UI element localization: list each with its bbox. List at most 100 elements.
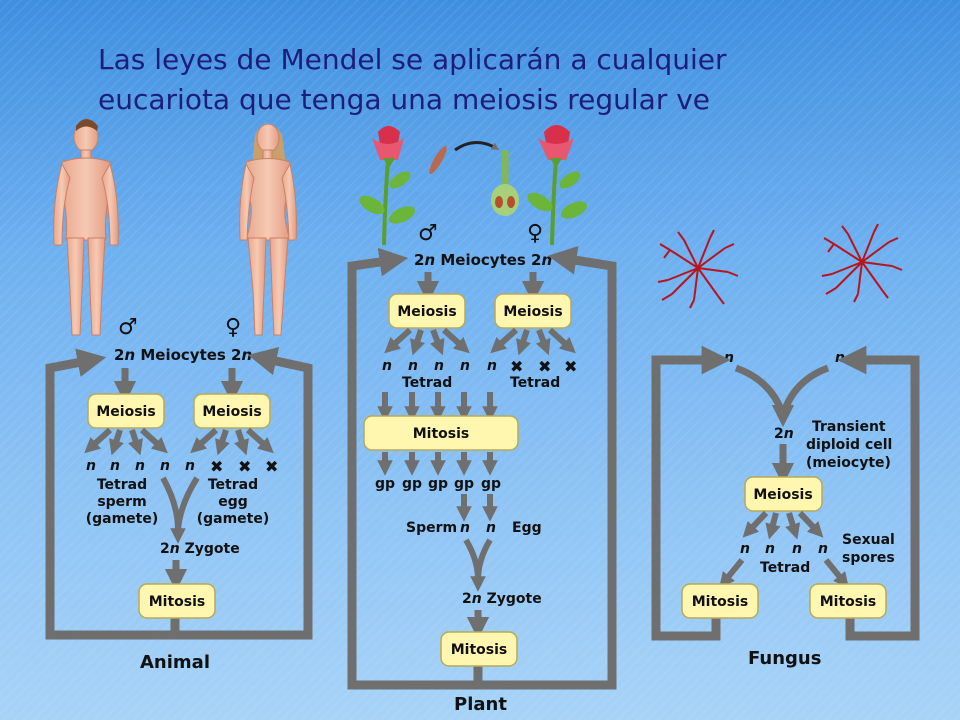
plant-tetrad-label-left: Tetrad (402, 375, 452, 391)
plant-caption: Plant (454, 694, 507, 715)
plant-sperm-n: n (460, 520, 470, 536)
svg-text:n: n (818, 541, 828, 557)
svg-text:Transient: Transient (812, 419, 886, 435)
animal-n-labels: n n n n n (86, 458, 195, 474)
svg-text:✖: ✖ (510, 357, 523, 376)
plant-mitosis-box (440, 631, 518, 667)
plant-meiosis-output-arrows (384, 327, 576, 356)
svg-text:Sexual: Sexual (842, 532, 895, 548)
plant-cycle: ♂ ♀ 2n Meiocytes 2n Meiosis Meiosis n n … (347, 221, 617, 715)
svg-text:gp: gp (428, 476, 448, 492)
male-human-figure (53, 119, 119, 336)
svg-text:gp: gp (402, 476, 422, 492)
animal-caption: Animal (140, 652, 210, 673)
animal-mitosis-box (138, 583, 216, 619)
fungus-n-left: n (724, 350, 734, 366)
fungus-cycle: n n 2n Transient diploid cell (meiocyte)… (651, 345, 920, 669)
plant-gametophyte-labels: gp gp gp gp gp (375, 476, 501, 492)
plant-mitosis-label-wide: Mitosis (413, 426, 470, 442)
svg-text:n: n (792, 541, 802, 557)
fungus-caption: Fungus (748, 648, 821, 669)
fungus-mycelium-right (821, 223, 903, 303)
animal-blocked-cells: ✖ ✖ ✖ (210, 457, 278, 476)
svg-text:sperm: sperm (97, 494, 146, 510)
svg-text:(gamete): (gamete) (197, 511, 270, 527)
animal-meiocytes-label: 2n Meiocytes 2n (114, 346, 252, 364)
slide-title: Las leyes de Mendel se aplicarán a cualq… (98, 40, 858, 120)
plant-egg-n: n (486, 520, 496, 536)
fungus-2n-label: 2n (774, 426, 794, 442)
plant-female-symbol: ♀ (527, 221, 543, 246)
animal-tetrad-sperm-label: Tetrad sperm (gamete) (86, 477, 159, 527)
fungus-meiosis-output-arrows (742, 510, 824, 540)
svg-text:gp: gp (454, 476, 474, 492)
fungus-meiosis-label: Meiosis (753, 487, 812, 503)
svg-text:✖: ✖ (538, 357, 551, 376)
fungus-mitosis-box-left (681, 583, 759, 619)
animal-female-symbol: ♀ (225, 315, 241, 340)
animal-tetrad-egg-label: Tetrad egg (gamete) (197, 477, 270, 527)
svg-text:n: n (765, 541, 775, 557)
svg-text:n: n (740, 541, 750, 557)
svg-text:Tetrad: Tetrad (97, 477, 147, 493)
svg-text:Tetrad: Tetrad (208, 477, 258, 493)
fungus-loop-arrow-right (837, 345, 920, 641)
pistil-ovary-illustration (491, 150, 519, 216)
female-human-figure (239, 123, 297, 336)
svg-text:n: n (185, 458, 195, 474)
fungus-n-right: n (835, 350, 845, 366)
fungus-mitosis-box-right (809, 583, 887, 619)
animal-male-symbol: ♂ (118, 315, 138, 340)
svg-text:✖: ✖ (210, 457, 223, 476)
svg-text:(gamete): (gamete) (86, 511, 159, 527)
animal-meiosis-label-right: Meiosis (202, 404, 261, 420)
fungus-meiosis-box (744, 476, 823, 512)
plant-meiosis-box-left (388, 293, 466, 329)
plant-arrows-to-mitosis (377, 392, 498, 422)
svg-text:gp: gp (375, 476, 395, 492)
plant-zygote-label: 2n Zygote (462, 591, 542, 607)
svg-text:n: n (487, 358, 497, 374)
flower-illustration-left (359, 126, 416, 246)
animal-fusion-arrow (160, 476, 200, 531)
svg-text:n: n (408, 358, 418, 374)
title-line-1: Las leyes de Mendel se aplicarán a cualq… (98, 43, 727, 76)
plant-tetrad-label-right: Tetrad (510, 375, 560, 391)
plant-n-labels: n n n n n (382, 358, 497, 374)
svg-text:n: n (160, 458, 170, 474)
svg-text:n: n (460, 358, 470, 374)
plant-mitosis-output-arrows (377, 452, 498, 476)
plant-mitosis-label: Mitosis (451, 642, 508, 658)
fungus-tetrad-label: Tetrad (760, 560, 810, 576)
svg-text:egg: egg (218, 494, 248, 510)
plant-mitosis-box-wide (363, 415, 519, 451)
plant-fusion-arrow (463, 538, 493, 581)
svg-text:✖: ✖ (564, 357, 577, 376)
flower-illustration-right (527, 125, 588, 246)
animal-mitosis-label: Mitosis (149, 594, 206, 610)
svg-text:n: n (434, 358, 444, 374)
animal-cycle: ♂ ♀ 2n Meiocytes 2n Meiosis Meiosis n n … (45, 315, 313, 673)
svg-text:✖: ✖ (265, 457, 278, 476)
svg-text:n: n (110, 458, 120, 474)
svg-text:spores: spores (842, 550, 895, 566)
plant-meiosis-box-right (494, 293, 572, 329)
animal-meiosis-box-right (193, 393, 271, 429)
svg-text:(meiocyte): (meiocyte) (806, 455, 891, 471)
plant-blocked-cells: ✖ ✖ ✖ (510, 357, 577, 376)
animal-meiosis-box-left (87, 393, 165, 429)
fungus-n-labels: n n n n (740, 541, 828, 557)
plant-meiosis-label-right: Meiosis (503, 304, 562, 320)
plant-sperm-label: Sperm (406, 520, 457, 536)
svg-text:n: n (135, 458, 145, 474)
plant-egg-label: Egg (512, 520, 542, 536)
plant-loop-arrow-right (473, 246, 617, 690)
animal-meiosis-label-left: Meiosis (96, 404, 155, 420)
fungus-fusion-arrow (734, 364, 830, 414)
fungus-loop-arrow-left (651, 345, 731, 641)
fungus-mitosis-label-left: Mitosis (692, 594, 749, 610)
fungus-mitosis-label-right: Mitosis (820, 594, 877, 610)
fungus-mycelium-left (657, 229, 739, 309)
plant-meiosis-label-left: Meiosis (397, 304, 456, 320)
